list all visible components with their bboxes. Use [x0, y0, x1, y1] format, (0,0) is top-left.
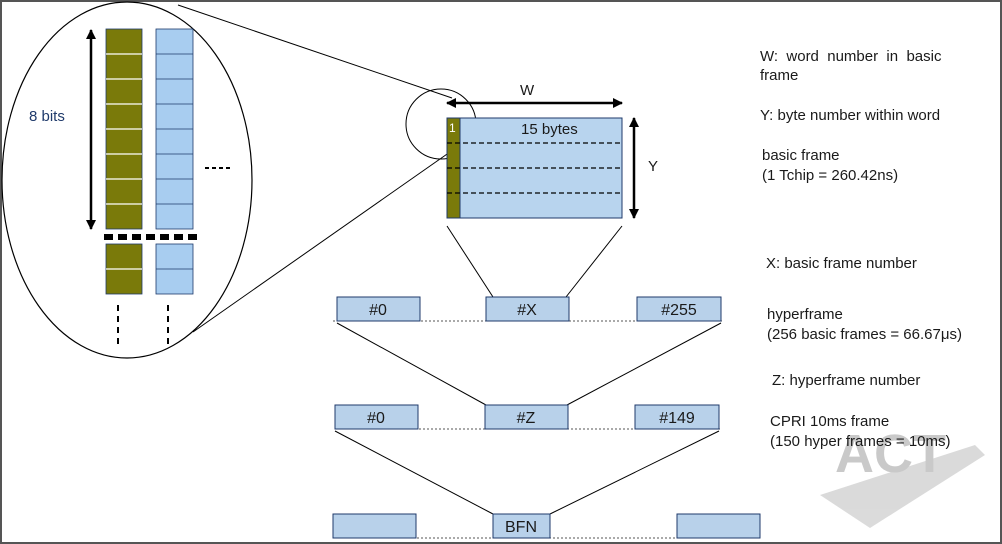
expand-line-z-right — [566, 322, 722, 406]
cpri-box-first — [334, 404, 419, 430]
legend-x: X: basic frame number — [766, 255, 917, 272]
legend-y: Y: byte number within word — [760, 107, 940, 124]
hyperframe-row: #0 #X #255 — [333, 296, 722, 322]
legend: W: word number in basic frame Y: byte nu… — [760, 48, 962, 450]
cpri-box-last — [634, 404, 720, 430]
expand-line-bfn-right — [549, 430, 720, 515]
hyperframe-box-first — [336, 296, 421, 322]
act-watermark: ACT — [820, 424, 985, 528]
cpri-box-last-label: #149 — [659, 410, 695, 427]
legend-hyperframe-line1: hyperframe — [767, 306, 843, 323]
legend-w-line2: frame — [760, 67, 798, 84]
cpri-box-first-label: #0 — [367, 410, 385, 427]
expand-line-x-left — [446, 225, 494, 298]
first-cell-label: 1 — [449, 121, 456, 135]
blue-bit-dividers — [156, 53, 193, 205]
legend-cpri-line1: CPRI 10ms frame — [770, 413, 889, 430]
bits-label: 8 bits — [29, 108, 65, 125]
expand-line-z-left — [336, 322, 487, 406]
olive-bit-dividers — [106, 53, 142, 205]
legend-cpri-line2: (150 hyper frames = 10ms) — [770, 433, 951, 450]
hyperframe-box-x — [485, 296, 570, 322]
cpri-box-z — [484, 404, 569, 430]
zoom-ellipse — [1, 1, 253, 359]
legend-w-line1: W: word number in basic — [760, 48, 942, 65]
cpri-frame-row: #0 #Z #149 — [334, 404, 720, 430]
basic-frame-block: 1 15 bytes — [446, 117, 623, 219]
bfn-box-label: BFN — [505, 519, 537, 536]
legend-hyperframe-line2: (256 basic frames = 66.67μs) — [767, 326, 962, 343]
expand-line-x-right — [565, 225, 623, 298]
legend-basic-frame-line2: (1 Tchip = 260.42ns) — [762, 167, 898, 184]
watermark-text: ACT — [835, 424, 946, 484]
hyperframe-box-x-label: #X — [517, 302, 537, 319]
hyperframe-box-last-label: #255 — [661, 302, 697, 319]
bfn-box — [492, 513, 551, 539]
bytes-label: 15 bytes — [521, 121, 578, 138]
bfn-box-right — [676, 513, 761, 539]
legend-basic-frame-line1: basic frame — [762, 147, 840, 164]
zoom-line-bottom — [192, 151, 451, 333]
blue-bit-column — [155, 28, 194, 295]
legend-z: Z: hyperframe number — [772, 372, 920, 389]
hyperframe-box-last — [636, 296, 722, 322]
w-label: W — [520, 82, 535, 99]
hyperframe-box-first-label: #0 — [369, 302, 387, 319]
bfn-row: BFN — [332, 513, 761, 539]
expand-line-bfn-left — [334, 430, 494, 515]
y-label: Y — [648, 158, 658, 175]
zoom-line-top — [177, 4, 453, 99]
bfn-box-left — [332, 513, 417, 539]
cpri-box-z-label: #Z — [517, 410, 536, 427]
byte-row-dashes — [447, 142, 622, 194]
olive-bit-column — [105, 28, 143, 295]
